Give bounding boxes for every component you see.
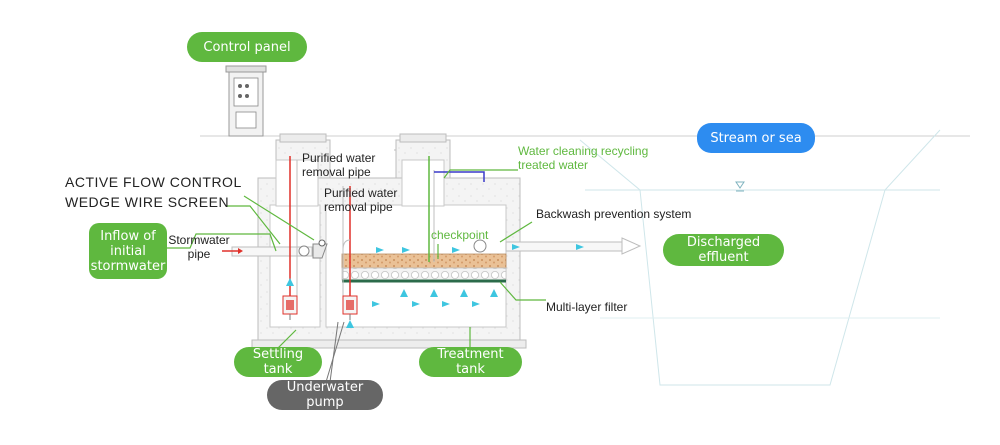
pump-leader-lines: [325, 321, 345, 383]
purified-pipe-2-line-2: removal pipe: [324, 200, 393, 214]
water-cleaning-label: Water cleaning recycling treated water: [518, 144, 648, 172]
leader-lines: [167, 169, 546, 351]
active-flow-line-1: ACTIVE FLOW CONTROL: [65, 174, 242, 190]
water-level-icon: [735, 181, 745, 189]
recycling-pipe: [428, 156, 485, 262]
stream-or-sea-label: Stream or sea: [697, 123, 815, 153]
stormwater-pipe-line-2: pipe: [187, 247, 211, 261]
purified-pipe-2-line-1: Purified water: [324, 186, 398, 200]
purified-pipe-1-line-2: removal pipe: [302, 165, 371, 179]
effluent-outflow-pipe: [473, 237, 642, 255]
checkpoint-label: checkpoint: [431, 228, 489, 242]
purified-pipe-label-2: Purified water removal pipe: [324, 186, 397, 214]
multilayer-filter-label: Multi-layer filter: [546, 300, 628, 314]
active-flow-label: ACTIVE FLOW CONTROL WEDGE WIRE SCREEN: [65, 172, 242, 212]
settling-tank-label: Settling tank: [234, 347, 322, 377]
active-flow-line-2: WEDGE WIRE SCREEN: [65, 194, 230, 210]
stormwater-pipe-label: Stormwater pipe: [168, 233, 230, 261]
backwash-label: Backwash prevention system: [536, 207, 692, 221]
inflow-line-2: initial: [110, 243, 146, 259]
stream-channel: [579, 129, 941, 386]
stormwater-pipe-line-1: Stormwater: [168, 233, 230, 247]
flow-arrow-icon: [286, 244, 584, 328]
pump-icon: [282, 295, 298, 320]
underwater-pump-label: Underwater pump: [267, 380, 383, 410]
wedge-wire-screen: [312, 239, 328, 259]
water-cleaning-line-1: Water cleaning recycling: [518, 144, 649, 158]
discharged-effluent-label: Discharged effluent: [663, 234, 784, 266]
inflow-line-1: Inflow of: [100, 228, 156, 244]
purified-pipe-1-line-1: Purified water: [302, 151, 376, 165]
water-cleaning-line-2: treated water: [518, 158, 589, 172]
control-panel-label: Control panel: [187, 32, 307, 62]
stormwater-inflow-pipe: [222, 245, 313, 257]
multi-layer-filter: [341, 253, 507, 283]
pump-icon: [342, 295, 358, 320]
control-cabinet-icon: [225, 65, 267, 137]
inflow-label: Inflow of initial stormwater: [89, 223, 167, 279]
purified-pipe-label-1: Purified water removal pipe: [302, 151, 375, 179]
inflow-line-3: stormwater: [90, 258, 166, 274]
treatment-tank-label: Treatment tank: [419, 347, 522, 377]
